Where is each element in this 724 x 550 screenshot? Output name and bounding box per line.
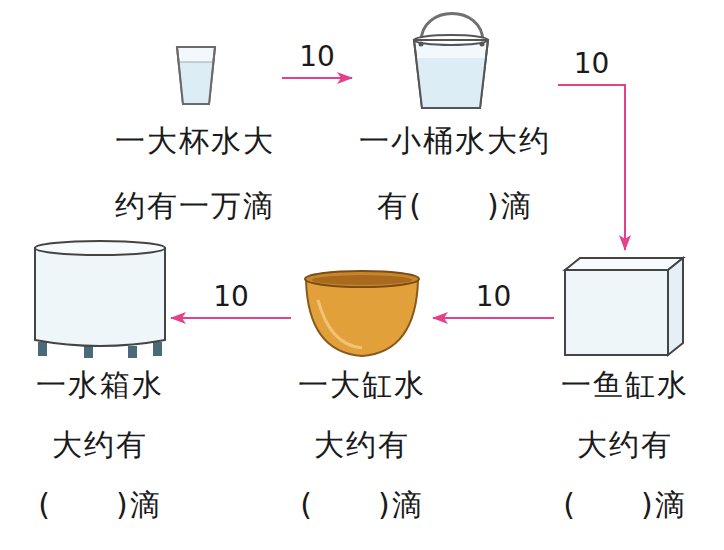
picture-caption-node: 一水箱水大约有( )滴 [29, 235, 171, 541]
caption-text: 一水箱水大约有( )滴 [36, 355, 164, 535]
multiplier-label: 10 [210, 282, 252, 312]
caption-text: 一鱼缸水大约有( )滴 [561, 355, 689, 535]
flow-arrow [558, 85, 625, 250]
caption-text: 一大杯水大约有一万滴 [115, 108, 275, 238]
caption-text: 一小桶水大约有( )滴 [359, 108, 551, 238]
vat-picture [305, 271, 419, 356]
flow-arrow [171, 317, 291, 319]
picture-caption-node: 一大杯水大约有一万滴 [108, 40, 282, 244]
flow-arrow [282, 77, 352, 79]
bucket-picture [414, 14, 488, 109]
picture-caption-node: 一鱼缸水大约有( )滴 [554, 250, 696, 541]
cup-picture [177, 47, 215, 104]
caption-text: 一大缸水大约有( )滴 [298, 355, 426, 535]
water-tank-picture [35, 241, 165, 358]
picture-caption-node: 一大缸水大约有( )滴 [291, 265, 433, 541]
picture-caption-node: 一小桶水大约有( )滴 [352, 10, 558, 244]
multiplier-label: 10 [571, 49, 613, 79]
multiplier-label: 10 [296, 42, 338, 72]
flow-arrow [433, 317, 554, 319]
multiplier-label: 10 [473, 282, 515, 312]
fish-tank-picture [565, 258, 683, 355]
